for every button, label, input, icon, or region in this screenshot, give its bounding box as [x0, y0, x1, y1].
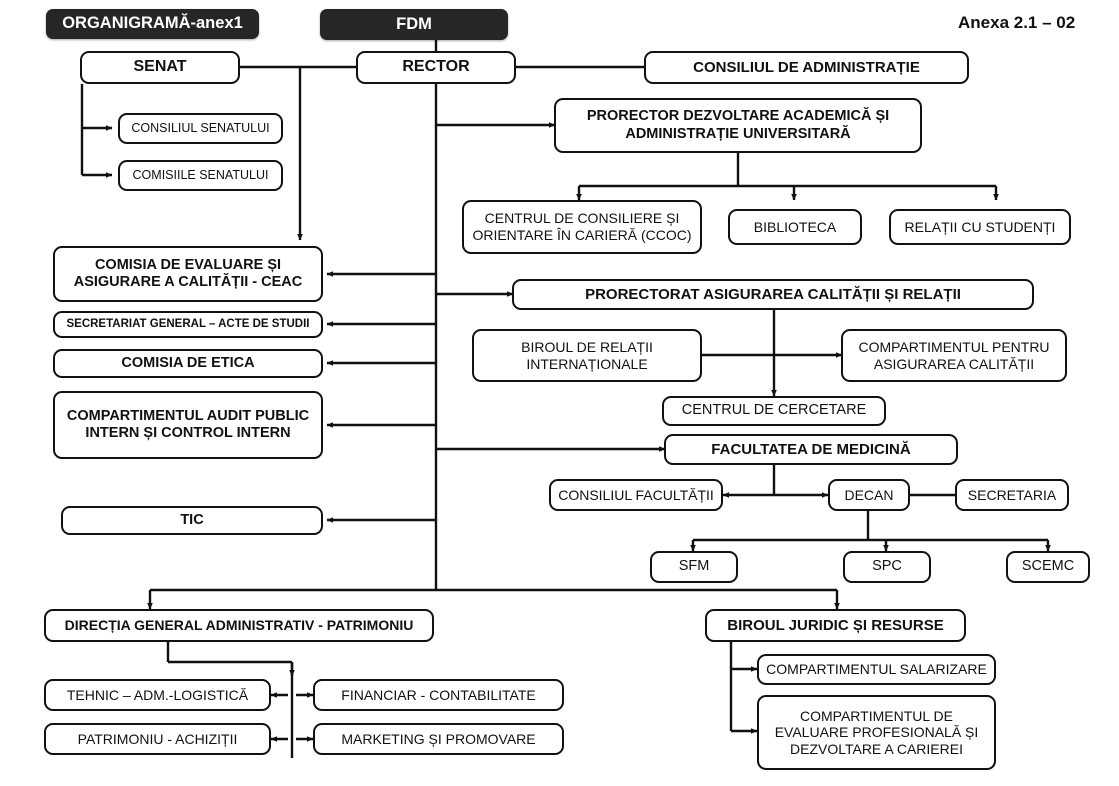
node-secretaria-label: SECRETARIA — [967, 486, 1057, 503]
node-scemc[interactable]: SCEMC — [1006, 551, 1090, 583]
node-comisia-etica[interactable]: COMISIA DE ETICA — [53, 349, 323, 378]
node-prorector-dezvoltare[interactable]: PRORECTOR DEZVOLTARE ACADEMICĂ ȘI ADMINI… — [554, 98, 922, 153]
node-facultatea-medicina-label: FACULTATEA DE MEDICINĂ — [711, 440, 911, 458]
node-directia-generala-label: DIRECȚIA GENERAL ADMINISTRATIV - PATRIMO… — [64, 617, 414, 634]
node-spc-label: SPC — [872, 558, 902, 575]
node-biblioteca[interactable]: BIBLIOTECA — [728, 209, 862, 245]
node-rector[interactable]: RECTOR — [356, 51, 516, 84]
node-ccoc[interactable]: CENTRUL DE CONSILIERE ȘI ORIENTARE ÎN CA… — [462, 200, 702, 254]
node-consiliul-facultatii-label: CONSILIUL FACULTĂȚII — [558, 486, 714, 503]
node-birou-relatii-internationale-line2: INTERNAȚIONALE — [526, 355, 648, 372]
node-audit-public[interactable]: COMPARTIMENTUL AUDIT PUBLIC INTERN ȘI CO… — [53, 391, 323, 459]
node-compartiment-asigurarea-calitatii-line1: COMPARTIMENTUL PENTRU — [858, 338, 1050, 355]
header-organigrama-label: ORGANIGRAMĂ-anex1 — [62, 14, 243, 33]
node-birou-relatii-internationale[interactable]: BIROUL DE RELAȚII INTERNAȚIONALE — [472, 329, 702, 382]
node-financiar-contabilitate-label: FINANCIAR - CONTABILITATE — [341, 686, 536, 703]
node-tehnic-logistica[interactable]: TEHNIC – ADM.-LOGISTICĂ — [44, 679, 271, 711]
node-ceac[interactable]: COMISIA DE EVALUARE ȘI ASIGURARE A CALIT… — [53, 246, 323, 302]
node-relatii-studenti[interactable]: RELAȚII CU STUDENȚI — [889, 209, 1071, 245]
node-consiliul-senatului[interactable]: CONSILIUL SENATULUI — [118, 113, 283, 144]
node-facultatea-medicina[interactable]: FACULTATEA DE MEDICINĂ — [664, 434, 958, 465]
node-audit-public-line1: COMPARTIMENTUL AUDIT PUBLIC — [66, 407, 310, 424]
node-consiliul-facultatii[interactable]: CONSILIUL FACULTĂȚII — [549, 479, 723, 511]
node-patrimoniu-achizitii-label: PATRIMONIU - ACHIZIȚII — [77, 730, 238, 747]
node-centrul-cercetare-label: CENTRUL DE CERCETARE — [681, 402, 867, 419]
node-decan[interactable]: DECAN — [828, 479, 910, 511]
node-spc[interactable]: SPC — [843, 551, 931, 583]
node-scemc-label: SCEMC — [1021, 558, 1075, 575]
node-audit-public-line2: INTERN ȘI CONTROL INTERN — [85, 425, 291, 441]
node-compartiment-evaluare-line2: EVALUARE PROFESIONALĂ ȘI — [774, 724, 979, 741]
node-biroul-juridic-label: BIROUL JURIDIC ȘI RESURSE — [727, 616, 944, 634]
node-compartiment-asigurarea-calitatii-line2: ASIGURAREA CALITĂȚII — [873, 355, 1035, 372]
node-comisia-etica-label: COMISIA DE ETICA — [121, 354, 255, 371]
node-sfm[interactable]: SFM — [650, 551, 738, 583]
node-compartiment-asigurarea-calitatii[interactable]: COMPARTIMENTUL PENTRU ASIGURAREA CALITĂȚ… — [841, 329, 1067, 382]
node-comisiile-senatului-label: COMISIILE SENATULUI — [132, 168, 269, 183]
annex-label: Anexa 2.1 – 02 — [958, 13, 1076, 32]
node-ccoc-line2: ORIENTARE ÎN CARIERĂ (CCOC) — [472, 227, 692, 243]
node-compartiment-evaluare-line1: COMPARTIMENTUL DE — [800, 707, 953, 724]
node-comisiile-senatului[interactable]: COMISIILE SENATULUI — [118, 160, 283, 191]
node-financiar-contabilitate[interactable]: FINANCIAR - CONTABILITATE — [313, 679, 564, 711]
header-fdm-label: FDM — [396, 14, 432, 33]
header-organigrama: ORGANIGRAMĂ-anex1 — [46, 9, 259, 39]
node-consiliul-administratie[interactable]: CONSILIUL DE ADMINISTRAȚIE — [644, 51, 969, 84]
node-prorector-dezvoltare-line1: PRORECTOR DEZVOLTARE ACADEMICĂ ȘI — [586, 108, 890, 125]
node-senat-label: SENAT — [133, 58, 187, 76]
node-secretariat-general-label: SECRETARIAT GENERAL – ACTE DE STUDII — [66, 317, 310, 330]
node-rector-label: RECTOR — [402, 58, 470, 76]
node-compartiment-evaluare[interactable]: COMPARTIMENTUL DE EVALUARE PROFESIONALĂ … — [757, 695, 996, 770]
node-tic-label: TIC — [180, 511, 204, 528]
node-ceac-line2: ASIGURARE A CALITĂȚII - CEAC — [73, 274, 303, 290]
node-consiliul-senatului-label: CONSILIUL SENATULUI — [131, 121, 270, 136]
node-tic[interactable]: TIC — [61, 506, 323, 535]
node-secretaria[interactable]: SECRETARIA — [955, 479, 1069, 511]
node-relatii-studenti-label: RELAȚII CU STUDENȚI — [904, 218, 1056, 235]
node-ccoc-line1: CENTRUL DE CONSILIERE ȘI — [484, 210, 680, 227]
node-biblioteca-label: BIBLIOTECA — [753, 218, 837, 235]
node-patrimoniu-achizitii[interactable]: PATRIMONIU - ACHIZIȚII — [44, 723, 271, 755]
node-prorectorat-calitate[interactable]: PRORECTORAT ASIGURAREA CALITĂȚII ȘI RELA… — [512, 279, 1034, 310]
node-sfm-label: SFM — [678, 558, 710, 575]
node-centrul-cercetare[interactable]: CENTRUL DE CERCETARE — [662, 396, 886, 426]
node-marketing-promovare[interactable]: MARKETING ȘI PROMOVARE — [313, 723, 564, 755]
node-decan-label: DECAN — [844, 486, 894, 503]
header-fdm: FDM — [320, 9, 508, 40]
node-tehnic-logistica-label: TEHNIC – ADM.-LOGISTICĂ — [66, 686, 249, 703]
node-compartiment-evaluare-line3: DEZVOLTARE A CARIEREI — [790, 740, 963, 757]
node-biroul-juridic[interactable]: BIROUL JURIDIC ȘI RESURSE — [705, 609, 966, 642]
node-consiliul-administratie-label: CONSILIUL DE ADMINISTRAȚIE — [693, 58, 920, 76]
node-prorector-dezvoltare-line2: ADMINISTRAȚIE UNIVERSITARĂ — [625, 125, 851, 142]
node-marketing-promovare-label: MARKETING ȘI PROMOVARE — [341, 730, 536, 747]
node-prorectorat-calitate-label: PRORECTORAT ASIGURAREA CALITĂȚII ȘI RELA… — [585, 285, 961, 303]
node-directia-generala[interactable]: DIRECȚIA GENERAL ADMINISTRATIV - PATRIMO… — [44, 609, 434, 642]
node-compartiment-salarizare[interactable]: COMPARTIMENTUL SALARIZARE — [757, 654, 996, 685]
node-secretariat-general[interactable]: SECRETARIAT GENERAL – ACTE DE STUDII — [53, 311, 323, 338]
node-ceac-line1: COMISIA DE EVALUARE ȘI — [94, 256, 282, 273]
node-birou-relatii-internationale-line1: BIROUL DE RELAȚII — [521, 338, 653, 355]
node-compartiment-salarizare-label: COMPARTIMENTUL SALARIZARE — [766, 661, 987, 678]
node-senat[interactable]: SENAT — [80, 51, 240, 84]
